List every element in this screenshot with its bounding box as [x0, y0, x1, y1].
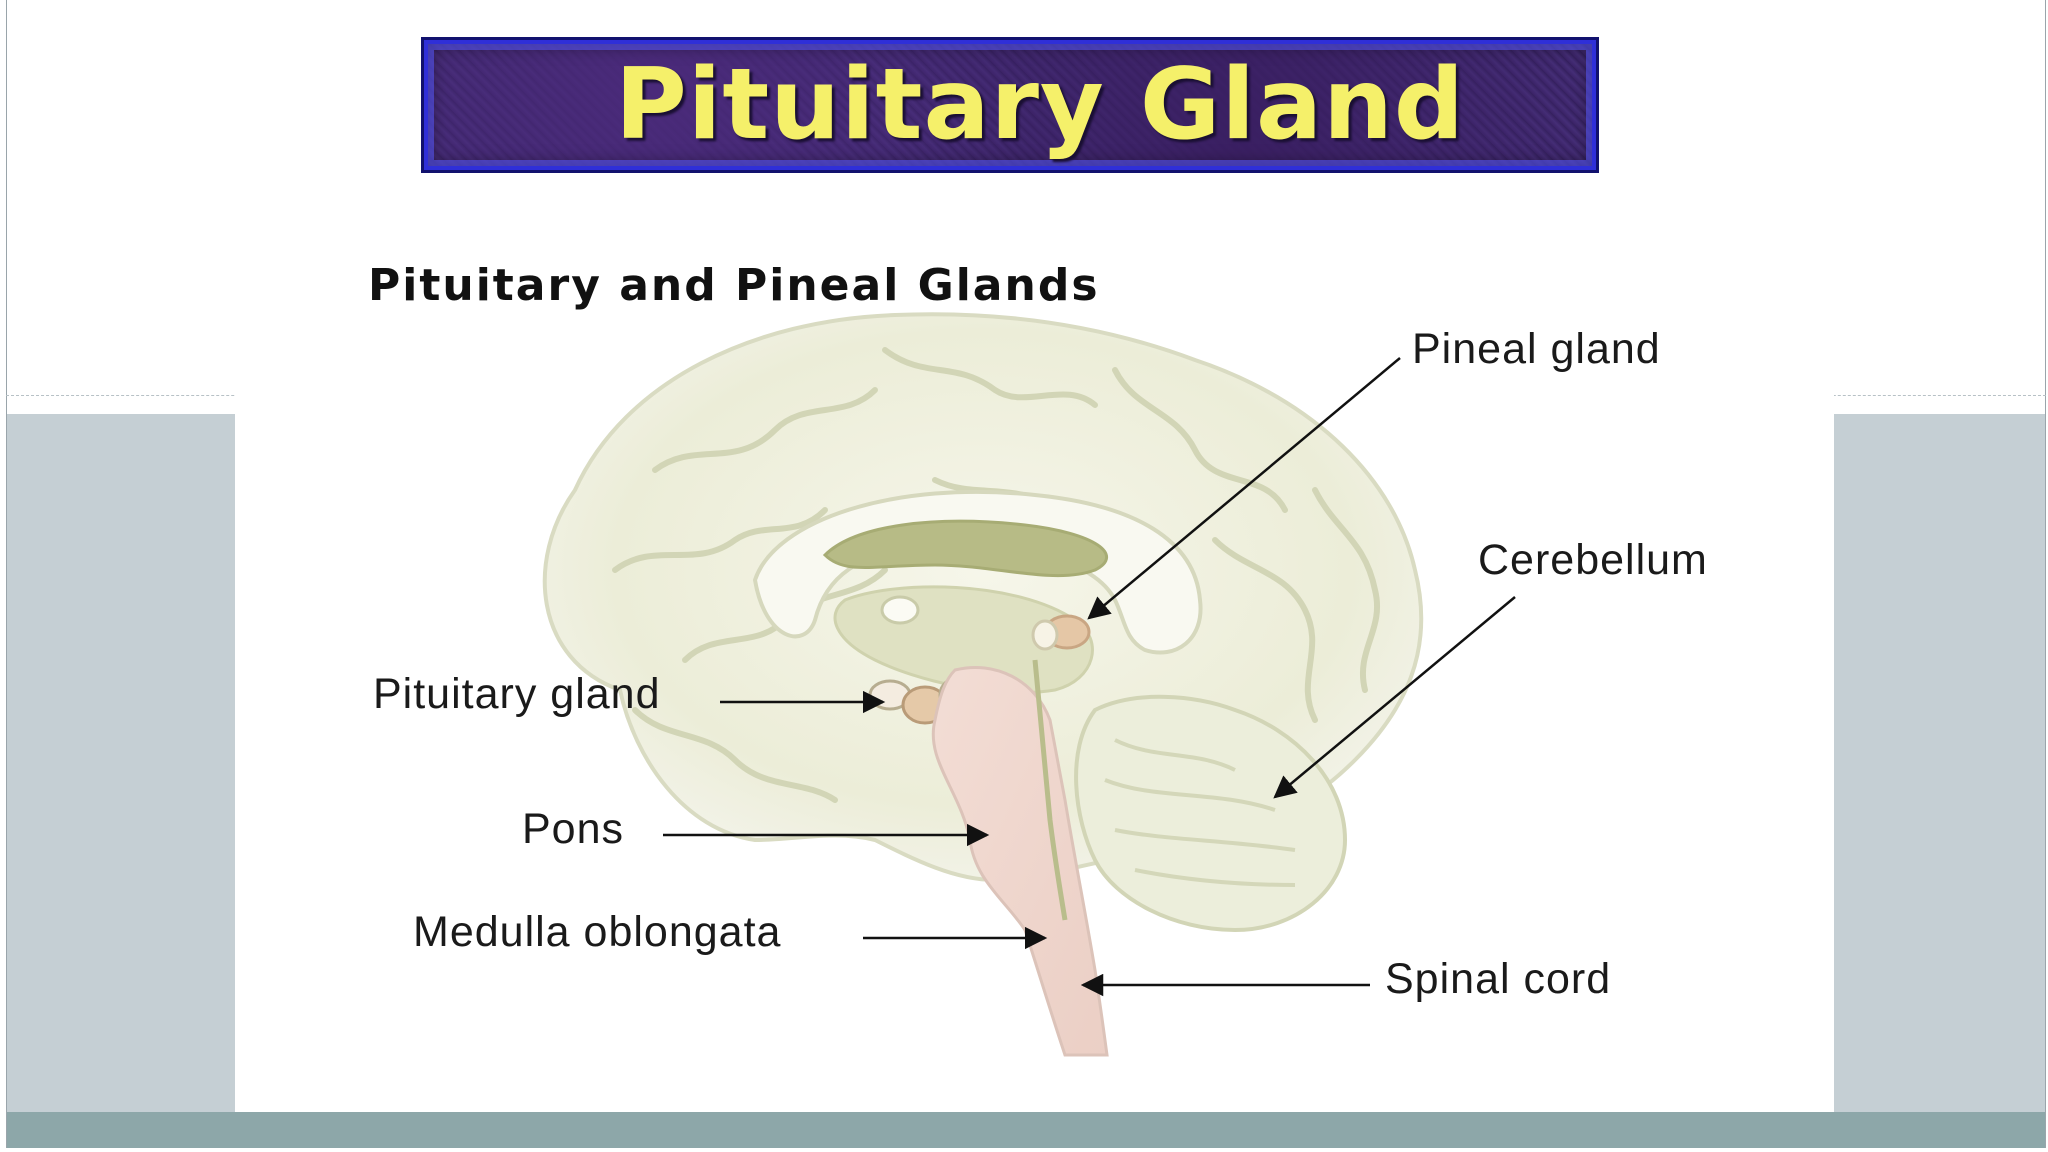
title-banner: Pituitary Gland: [421, 37, 1599, 173]
slide-title: Pituitary Gland: [614, 48, 1465, 162]
label-pituitary-gland: Pituitary gland: [373, 670, 661, 718]
label-pointers: [663, 357, 1516, 997]
label-spinal-cord: Spinal cord: [1385, 955, 1612, 1003]
label-pons: Pons: [522, 805, 625, 853]
right-side-band: [1834, 414, 2045, 1114]
label-medulla-oblongata: Medulla oblongata: [413, 908, 782, 956]
figure-heading: Pituitary and Pineal Glands: [368, 260, 1100, 311]
left-side-band: [7, 414, 235, 1114]
label-cerebellum: Cerebellum: [1478, 536, 1708, 584]
brainstem: [931, 665, 1109, 1057]
label-pineal-gland: Pineal gland: [1412, 325, 1661, 373]
brain-figure: Pituitary and Pineal Glands Pineal gland…: [235, 240, 1834, 1112]
cerebellum-pointer: [1273, 596, 1516, 799]
brain-illustration: [542, 312, 1516, 1057]
lateral-ventricle: [822, 519, 1109, 578]
slide-frame: [6, 0, 2046, 1148]
cerebellum: [1074, 694, 1348, 933]
pineal-pointer: [1087, 357, 1401, 620]
bottom-band: [7, 1112, 2045, 1148]
